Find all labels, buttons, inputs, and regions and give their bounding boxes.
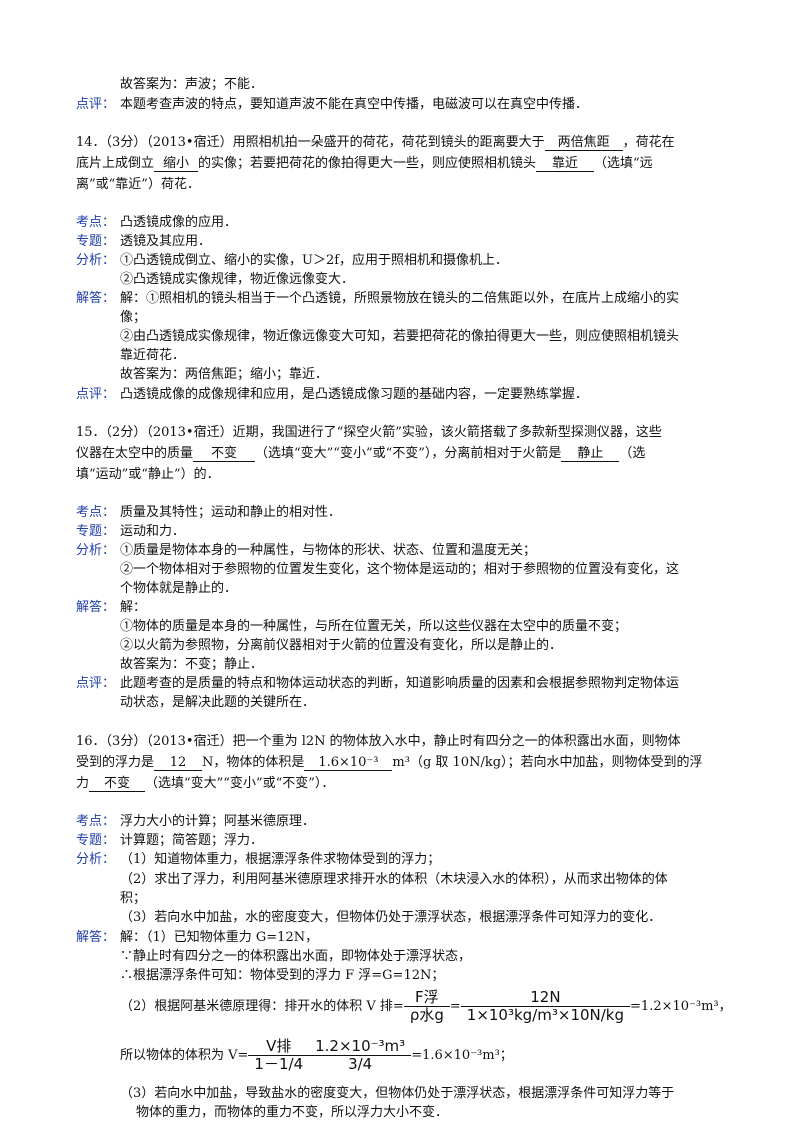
- zhuanti-text: 运动和力．: [120, 524, 186, 539]
- jieda-text: ∴根据漂浮条件可知：物体受到的浮力 F 浮=G=12N；: [120, 968, 445, 983]
- answer-blank: 12: [154, 755, 203, 771]
- fenxi-label: 分析：: [76, 543, 116, 558]
- jieda-text: ②由凸透镜成实像规律，物近像远像变大可知，若要把荷花的像拍得更大一些，则应使照相…: [120, 329, 680, 344]
- fenxi-text: （3）若向水中加盐，水的密度变大，但物体仍处于漂浮状态，根据漂浮条件可知浮力的变…: [120, 910, 662, 925]
- answer-line: 故答案为：声波；不能．: [120, 77, 264, 92]
- question-15-line-3: 填“运动”或“静止”）的．: [76, 467, 220, 482]
- zhuanti-label: 专题：: [76, 833, 116, 848]
- question-14-line-3: 离”或“靠近”）荷花．: [76, 177, 200, 192]
- question-15-line-2: 仪器在太空中的质量不变（选填“变大”“变小”或“不变”），分离前相对于火箭是静止…: [76, 446, 646, 462]
- kaodian-label: 考点：: [76, 814, 116, 829]
- answer-blank: 不变: [89, 776, 146, 792]
- jieda-label: 解答：: [76, 930, 116, 945]
- answer-blank: 两倍焦距: [544, 135, 623, 151]
- fenxi-text: ②凸透镜成实像规律，物近像远像变大．: [120, 272, 355, 287]
- answer-blank: 靠近: [536, 156, 595, 172]
- fenxi-text: 积；: [120, 891, 147, 906]
- comment-label: 点评：: [76, 676, 116, 691]
- zhuanti-label: 专题：: [76, 524, 116, 539]
- answer-blank: 1.6×10⁻³: [304, 755, 393, 771]
- jieda-text: 物体的重力，而物体的重力不变，所以浮力大小不变．: [136, 1105, 449, 1120]
- jieda-text: 解：（1）已知物体重力 G=12N，: [120, 930, 319, 945]
- answer-blank: 不变: [193, 446, 256, 462]
- question-15-line-1: 15．（2分）（2013•宿迁）近期，我国进行了“探空火箭”实验，该火箭搭载了多…: [76, 425, 662, 440]
- fenxi-text: ①质量是物体本身的一种属性，与物体的形状、状态、位置和温度无关；: [120, 543, 537, 558]
- fenxi-label: 分析：: [76, 253, 116, 268]
- question-14-line-1: 14．（3分）（2013•宿迁）用照相机拍一朵盛开的荷花，荷花到镜头的距离要大于…: [76, 135, 675, 151]
- kaodian-text: 凸透镜成像的应用．: [120, 215, 238, 230]
- fenxi-label: 分析：: [76, 852, 116, 867]
- kaodian-label: 考点：: [76, 505, 116, 520]
- jieda-text: 故答案为：两倍焦距；缩小；靠近．: [120, 367, 329, 382]
- question-14-line-2: 底片上成倒立缩小的实像；若要把荷花的像拍得更大一些，则应使照相机镜头靠近（选填“…: [76, 156, 653, 172]
- zhuanti-text: 计算题；简答题；浮力．: [120, 833, 264, 848]
- jieda-text: ∵静止时有四分之一的体积露出水面，即物体处于漂浮状态，: [120, 949, 472, 964]
- comment-text: 动状态，是解决此题的关键所在．: [120, 695, 316, 710]
- fenxi-text: （1）知道物体重力，根据漂浮条件求物体受到的浮力；: [120, 852, 441, 867]
- zhuanti-text: 透镜及其应用．: [120, 234, 212, 249]
- jieda-text: （3）若向水中加盐，导致盐水的密度变大，但物体仍处于漂浮状态，根据漂浮条件可知浮…: [120, 1086, 675, 1101]
- jieda-text: 解：①照相机的镜头相当于一个凸透镜，所照景物放在镜头的二倍焦距以外，在底片上成缩…: [120, 291, 680, 306]
- comment-text: 本题考查声波的特点，要知道声波不能在真空中传播，电磁波可以在真空中传播．: [120, 97, 589, 112]
- question-16-line-1: 16．（3分）（2013•宿迁）把一个重为 l2N 的物体放入水中，静止时有四分…: [76, 734, 681, 749]
- zhuanti-label: 专题：: [76, 234, 116, 249]
- kaodian-label: 考点：: [76, 215, 116, 230]
- jieda-label: 解答：: [76, 600, 116, 615]
- comment-text: 此题考查的是质量的特点和物体运动状态的判断，知道影响质量的因素和会根据参照物判定…: [120, 676, 680, 691]
- comment-label: 点评：: [76, 97, 116, 112]
- jieda-text: 解：: [120, 600, 147, 615]
- kaodian-text: 质量及其特性；运动和静止的相对性．: [120, 505, 342, 520]
- kaodian-text: 浮力大小的计算；阿基米德原理．: [120, 814, 316, 829]
- jieda-text: 像；: [120, 310, 147, 325]
- answer-blank: 缩小: [154, 156, 199, 172]
- comment-label: 点评：: [76, 387, 116, 402]
- jieda-text: ①物体的质量是本身的一种属性，与所在位置无关，所以这些仪器在太空中的质量不变；: [120, 619, 628, 634]
- jieda-label: 解答：: [76, 291, 116, 306]
- fenxi-text: （2）求出了浮力，利用阿基米德原理求排开水的体积（木块浸入水的体积），从而求出物…: [120, 872, 668, 887]
- jieda-text: 故答案为：不变；静止．: [120, 657, 264, 672]
- fenxi-text: ①凸透镜成倒立、缩小的实像，U＞2f，应用于照相机和摄像机上．: [120, 253, 509, 268]
- jieda-text: 靠近荷花．: [120, 348, 186, 363]
- answer-blank: 静止: [561, 446, 620, 462]
- fenxi-text: 个物体就是静止的．: [120, 581, 238, 596]
- question-16-line-3: 力不变（选填“变大”“变小”或“不变”）．: [76, 776, 335, 792]
- jieda-text: ②以火箭为参照物，分离前仪器相对于火箭的位置没有变化，所以是静止的．: [120, 638, 563, 653]
- fenxi-text: ②一个物体相对于参照物的位置发生变化，这个物体是运动的；相对于参照物的位置没有变…: [120, 562, 680, 577]
- comment-text: 凸透镜成像的成像规律和应用，是凸透镜成像习题的基础内容，一定要熟练掌握．: [120, 387, 589, 402]
